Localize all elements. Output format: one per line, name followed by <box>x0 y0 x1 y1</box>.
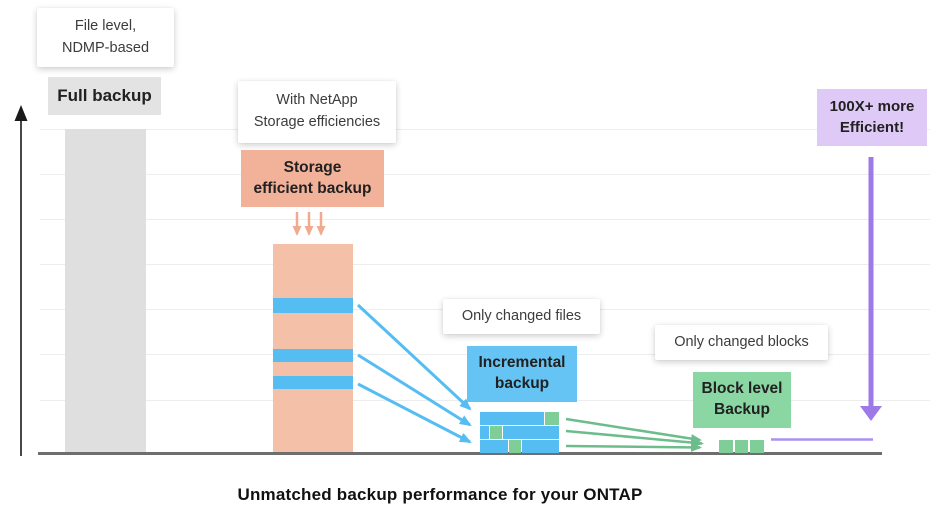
full-backup-bar <box>65 129 146 452</box>
incremental-backup-label: Incremental backup <box>467 346 577 402</box>
changed-file-stripe <box>273 349 353 362</box>
gridline <box>40 219 930 220</box>
file-segment <box>480 426 489 439</box>
storage-efficient-label: Storage efficient backup <box>241 150 384 207</box>
file-segment <box>480 440 508 454</box>
block-square <box>750 440 764 453</box>
card-only-changed-files: Only changed files <box>443 299 600 334</box>
incremental-row <box>480 412 559 425</box>
card-file-level: File level, NDMP-based <box>37 8 174 67</box>
block-square <box>734 440 748 453</box>
file-segment <box>480 412 544 425</box>
block-level-backup-bar <box>719 440 764 453</box>
changed-file-stripe <box>273 376 353 389</box>
gridline <box>40 129 930 130</box>
card-with-netapp: With NetApp Storage efficiencies <box>238 81 396 143</box>
incremental-row <box>480 426 559 439</box>
changed-file-stripe <box>273 298 353 313</box>
efficiency-badge: 100X+ more Efficient! <box>817 89 927 146</box>
gridline <box>40 264 930 265</box>
storage-efficient-backup-bar <box>273 244 353 452</box>
x-axis-baseline <box>38 452 882 455</box>
block-level-backup-label: Block level Backup <box>693 372 791 428</box>
changed-block-segment <box>545 412 559 425</box>
file-segment <box>503 426 559 439</box>
block-square <box>719 440 733 453</box>
dedup-arrows-icon <box>292 212 326 236</box>
card-only-changed-blocks: Only changed blocks <box>655 325 828 360</box>
y-axis-arrow-icon <box>14 105 28 456</box>
page-title: Unmatched backup performance for your ON… <box>237 485 643 504</box>
gridline <box>40 174 930 175</box>
changed-blocks-arrows-icon <box>565 417 704 452</box>
incremental-backup-bar <box>480 412 559 454</box>
full-backup-label: Full backup <box>48 77 161 115</box>
incremental-row <box>480 440 559 454</box>
changed-block-segment <box>509 440 521 454</box>
changed-block-segment <box>490 426 502 439</box>
file-segment <box>522 440 559 454</box>
